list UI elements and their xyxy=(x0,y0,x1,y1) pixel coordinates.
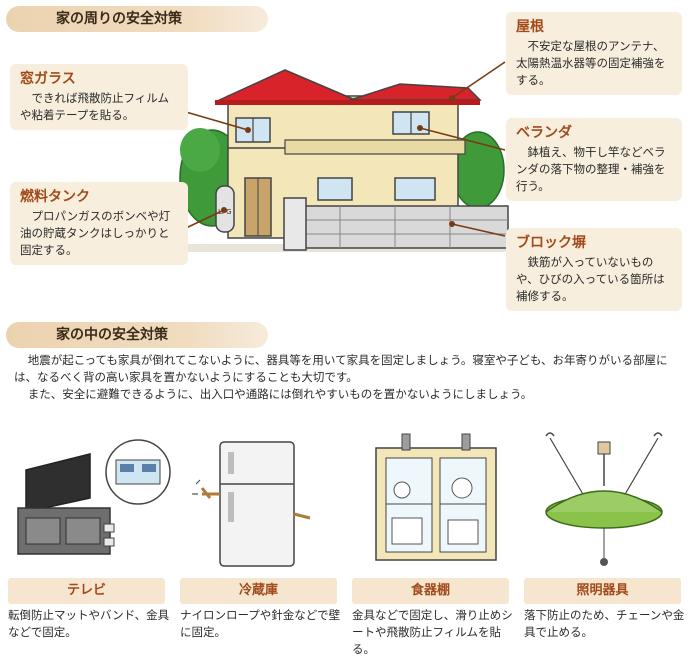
section-header-inside-text: 家の中の安全対策 xyxy=(56,327,168,343)
item-label-cupboard: 食器棚 xyxy=(352,578,509,604)
tv-illustration xyxy=(17,439,171,555)
callout-fuel-title: 燃料タンク xyxy=(20,189,90,205)
callout-roof: 屋根 不安定な屋根のアンテナ、太陽熱温水器等の固定補強をする。 xyxy=(506,12,682,95)
fridge-illustration xyxy=(192,441,311,567)
item-desc-lamp: 落下防止のため、チェーンや金具で止める。 xyxy=(524,608,685,639)
callout-veranda: ベランダ 鉢植え、物干し竿などベランダの落下物の整理・補強を行う。 xyxy=(506,118,682,201)
callout-window-title: 窓ガラス xyxy=(20,71,76,87)
callout-fuel: 燃料タンク プロパンガスのボンベや灯油の貯蔵タンクはしっかりと固定する。 xyxy=(10,182,188,265)
callout-block: ブロック塀 鉄筋が入っていないものや、ひびの入っている箇所は補修する。 xyxy=(506,228,682,311)
item-label-lamp: 照明器具 xyxy=(524,578,681,604)
callout-roof-body: 不安定な屋根のアンテナ、太陽熱温水器等の固定補強をする。 xyxy=(516,39,666,87)
callout-roof-title: 屋根 xyxy=(516,19,544,35)
callout-window-body: できれば飛散防止フィルムや粘着テープを貼る。 xyxy=(20,91,170,122)
section-header-inside: 家の中の安全対策 xyxy=(6,322,268,348)
section-header-outside: 家の周りの安全対策 xyxy=(6,6,268,32)
item-desc-cupboard: 金具などで固定し、滑り止めシートや飛散防止フィルムを貼る。 xyxy=(352,608,513,656)
cupboard-illustration xyxy=(375,433,497,561)
callout-veranda-title: ベランダ xyxy=(516,125,572,141)
item-label-tv: テレビ xyxy=(8,578,165,604)
callout-block-title: ブロック塀 xyxy=(516,235,586,251)
inside-intro: 地震が起こっても家具が倒れてこないように、器具等を用いて家具を固定しましょう。寝… xyxy=(14,352,684,403)
callout-block-body: 鉄筋が入っていないものや、ひびの入っている箇所は補修する。 xyxy=(516,255,665,303)
lamp-illustration xyxy=(545,432,663,566)
callout-veranda-body: 鉢植え、物干し竿などベランダの落下物の整理・補強を行う。 xyxy=(516,145,666,193)
item-desc-fridge: ナイロンロープや針金などで壁に固定。 xyxy=(180,608,341,639)
item-desc-tv: 転倒防止マットやバンド、金具などで固定。 xyxy=(8,608,170,639)
section-header-outside-text: 家の周りの安全対策 xyxy=(56,11,182,27)
callout-window: 窓ガラス できれば飛散防止フィルムや粘着テープを貼る。 xyxy=(10,64,188,130)
callout-fuel-body: プロパンガスのボンベや灯油の貯蔵タンクはしっかりと固定する。 xyxy=(20,209,171,257)
house-illustration: LPG xyxy=(179,61,510,252)
intro-paragraph-1: 地震が起こっても家具が倒れてこないように、器具等を用いて家具を固定しましょう。寝… xyxy=(14,353,668,384)
item-label-fridge: 冷蔵庫 xyxy=(180,578,337,604)
intro-paragraph-2: また、安全に避難できるように、出入口や通路には倒れやすいものを置かないようにしま… xyxy=(27,387,533,401)
